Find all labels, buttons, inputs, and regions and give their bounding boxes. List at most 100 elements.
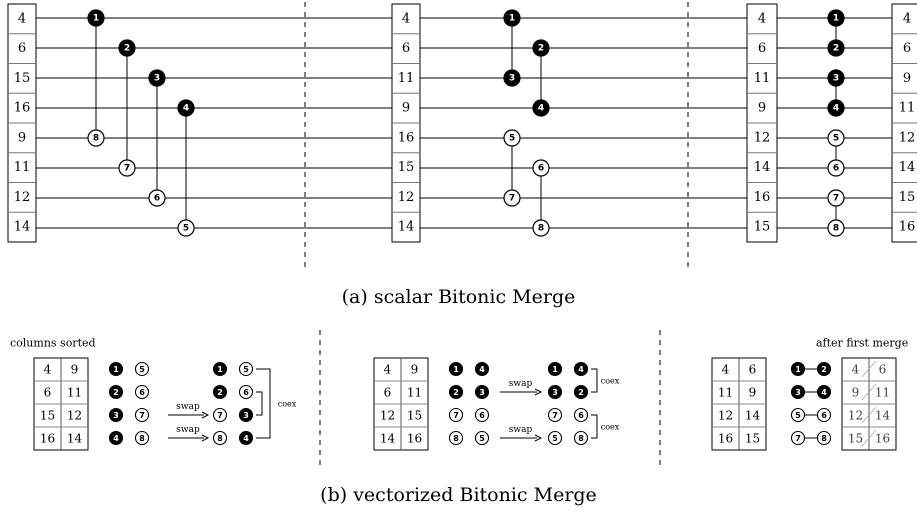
lane-node-open-label: 6 bbox=[139, 388, 145, 397]
lane-node-open bbox=[134, 430, 150, 446]
panel3-grid-after-value: 11 bbox=[875, 386, 890, 400]
panel1-grid-value: 12 bbox=[67, 409, 82, 423]
panel1-header: columns sorted bbox=[10, 337, 96, 350]
lane-node-filled bbox=[790, 361, 806, 377]
comparator-node-open-label: 8 bbox=[538, 224, 544, 234]
lane-node-filled bbox=[108, 407, 124, 423]
panel3-grid-after-value: 9 bbox=[852, 386, 860, 400]
panel2-grid-value: 6 bbox=[384, 386, 392, 400]
lane-node-filled-label: 3 bbox=[479, 388, 485, 397]
lane-node-filled bbox=[790, 384, 806, 400]
stage3-output-column-value: 14 bbox=[899, 160, 916, 175]
panel3-grid-after-value: 16 bbox=[875, 432, 890, 446]
input-column-value: 9 bbox=[18, 130, 26, 145]
comparator-node-open-label: 8 bbox=[833, 224, 839, 234]
comparator-node-open-label: 7 bbox=[124, 164, 130, 174]
lane-node-open bbox=[238, 384, 254, 400]
panel1-grid-value: 15 bbox=[40, 409, 55, 423]
panel2-grid-value: 14 bbox=[380, 432, 396, 446]
lane-node-open-label: 6 bbox=[243, 388, 249, 397]
coex-label: coex bbox=[601, 423, 620, 432]
panel2-grid-value: 9 bbox=[411, 363, 419, 377]
comparator-node-open-label: 7 bbox=[509, 194, 515, 204]
stage2-output-column-value: 14 bbox=[754, 160, 771, 175]
panel3-grid-after-value: 6 bbox=[879, 363, 887, 377]
comparator-node-open bbox=[827, 219, 845, 237]
comparator-node-open-label: 7 bbox=[833, 194, 839, 204]
lane-node-open-label: 7 bbox=[217, 411, 223, 420]
comparator-node-open-label: 5 bbox=[833, 134, 839, 144]
swap-arrow-head bbox=[534, 434, 543, 442]
panel2-grid-value: 16 bbox=[407, 432, 422, 446]
panel2-grid-value: 15 bbox=[407, 409, 422, 423]
panel1-grid-value: 9 bbox=[71, 363, 79, 377]
lane-node-filled bbox=[108, 361, 124, 377]
comparator-node-filled bbox=[532, 99, 550, 117]
lane-node-filled bbox=[238, 407, 254, 423]
panel3-header: after first merge bbox=[816, 337, 908, 350]
comparator-node-filled-label: 4 bbox=[833, 104, 839, 114]
coex-bracket bbox=[256, 368, 271, 439]
lane-node-filled-label: 1 bbox=[795, 365, 801, 374]
coex-bracket bbox=[591, 368, 598, 393]
stage2-output-column-value: 12 bbox=[754, 130, 771, 145]
lane-node-open-label: 7 bbox=[552, 411, 558, 420]
stage3-output-column-value: 11 bbox=[899, 101, 916, 116]
lane-node-filled bbox=[547, 384, 563, 400]
comparator-node-filled bbox=[827, 39, 845, 57]
lane-node-filled bbox=[816, 384, 832, 400]
caption-scalar: (a) scalar Bitonic Merge bbox=[341, 286, 576, 308]
coex-bracket bbox=[591, 414, 598, 439]
comparator-node-filled-label: 2 bbox=[833, 44, 839, 54]
panel3-grid-value: 6 bbox=[749, 363, 757, 377]
lane-node-open-label: 7 bbox=[795, 434, 801, 443]
transpose-stroke bbox=[861, 360, 877, 378]
panel3-grid-after-value: 15 bbox=[848, 432, 863, 446]
lane-node-filled bbox=[573, 384, 589, 400]
lane-node-filled-label: 4 bbox=[578, 365, 584, 374]
comparator-node-filled bbox=[503, 69, 521, 87]
swap-arrow-head bbox=[201, 434, 210, 442]
stage3-output-column-value: 15 bbox=[899, 190, 916, 205]
comparator-node-filled-label: 1 bbox=[93, 14, 99, 24]
swap-arrow-label: swap bbox=[509, 379, 533, 389]
stage3-output-column-value: 6 bbox=[903, 41, 911, 56]
lane-node-open bbox=[212, 430, 228, 446]
comparator-node-filled-label: 2 bbox=[538, 44, 544, 54]
lane-node-open bbox=[212, 407, 228, 423]
lane-node-open bbox=[134, 361, 150, 377]
panel1-grid-value: 16 bbox=[40, 432, 55, 446]
input-column-value: 6 bbox=[18, 41, 26, 56]
comparator-node-open-label: 6 bbox=[154, 194, 160, 204]
comparator-node-open bbox=[532, 159, 550, 177]
comparator-node-filled bbox=[503, 9, 521, 27]
comparator-node-filled-label: 4 bbox=[183, 104, 189, 114]
stage1-output-column-value: 14 bbox=[398, 220, 415, 235]
lane-node-filled bbox=[448, 384, 464, 400]
lane-node-filled bbox=[212, 361, 228, 377]
lane-node-filled-label: 4 bbox=[479, 365, 485, 374]
comparator-node-filled-label: 1 bbox=[833, 14, 839, 24]
lane-node-open-label: 8 bbox=[217, 434, 223, 443]
coex-bracket bbox=[256, 391, 263, 416]
swap-arrow-label: swap bbox=[509, 425, 533, 435]
lane-node-filled bbox=[212, 384, 228, 400]
lane-node-filled bbox=[474, 361, 490, 377]
panel1-grid-value: 11 bbox=[67, 386, 82, 400]
comparator-node-open bbox=[827, 159, 845, 177]
swap-arrow-head bbox=[201, 411, 210, 419]
comparator-node-open-label: 5 bbox=[509, 134, 515, 144]
lane-node-filled-label: 4 bbox=[821, 388, 827, 397]
stage1-output-column-value: 11 bbox=[398, 71, 415, 86]
panel2-grid-value: 12 bbox=[380, 409, 395, 423]
swap-arrow-head bbox=[534, 388, 543, 396]
comparator-node-filled bbox=[827, 99, 845, 117]
comparator-node-filled bbox=[827, 69, 845, 87]
comparator-node-open bbox=[177, 219, 195, 237]
lane-node-filled-label: 1 bbox=[453, 365, 459, 374]
panel3-grid-after-value: 4 bbox=[852, 363, 860, 377]
panel1-grid-value: 14 bbox=[67, 432, 83, 446]
input-column-value: 15 bbox=[14, 71, 31, 86]
lane-node-open-label: 6 bbox=[578, 411, 584, 420]
lane-node-open bbox=[134, 407, 150, 423]
